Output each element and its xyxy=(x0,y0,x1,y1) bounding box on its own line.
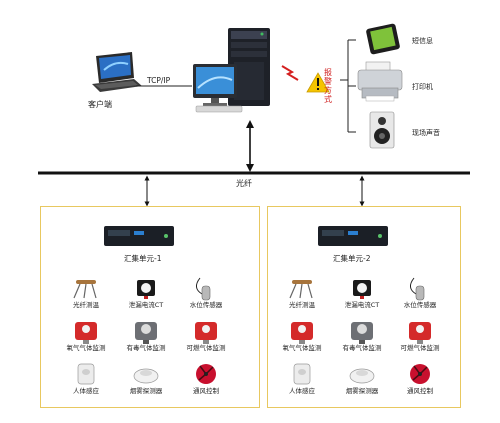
sensor-label: 泄漏电流CT xyxy=(128,301,164,309)
temperature-probe-icon xyxy=(289,280,313,299)
sensor-label: 氧气气体监测 xyxy=(282,344,322,352)
speaker-icon xyxy=(369,111,395,149)
signal-bolt-icon xyxy=(281,65,299,81)
output-label-sms: 短信息 xyxy=(412,37,433,45)
sensor-label: 泄漏电流CT xyxy=(344,301,380,309)
client-label: 客户端 xyxy=(88,100,112,109)
server-tower-icon xyxy=(228,28,270,106)
sensor-label: 水位传感器 xyxy=(189,301,223,309)
motion-sensor-icon xyxy=(77,363,95,385)
collector-device-1-icon xyxy=(104,226,174,246)
oxygen-detector-icon xyxy=(75,322,97,344)
printer-icon xyxy=(357,61,403,102)
combustible-gas-detector-icon xyxy=(195,322,217,344)
sensor-label: 可燃气体监测 xyxy=(400,344,440,352)
combustible-gas-detector-icon xyxy=(409,322,431,344)
smoke-detector-icon xyxy=(349,368,375,384)
monitor-icon xyxy=(193,64,243,113)
backbone-label: 光纤 xyxy=(236,179,252,188)
water-level-sensor-icon xyxy=(196,277,211,301)
collector-device-2-icon xyxy=(318,226,388,246)
sensor-label: 水位传感器 xyxy=(403,301,437,309)
laptop-icon xyxy=(92,52,142,92)
oxygen-detector-icon xyxy=(291,322,313,344)
unit-2-title: 汇集单元-2 xyxy=(333,254,371,263)
sensor-label: 有毒气体监测 xyxy=(342,344,382,352)
alarm-bracket xyxy=(340,39,356,133)
sensor-label: 烟雾探测器 xyxy=(129,387,163,395)
leakage-ct-icon xyxy=(353,280,371,299)
temperature-probe-icon xyxy=(73,280,97,299)
alarm-label: 报警方式 xyxy=(324,68,332,104)
protocol-label: TCP/IP xyxy=(147,76,171,85)
toxic-gas-detector-icon xyxy=(135,322,157,344)
ventilation-fan-icon xyxy=(410,364,430,384)
warning-icon xyxy=(306,72,330,93)
leakage-ct-icon xyxy=(137,280,155,299)
ventilation-fan-icon xyxy=(196,364,216,384)
sensor-label: 通风控制 xyxy=(407,387,433,395)
sensor-label: 通风控制 xyxy=(193,387,219,395)
sensor-label: 烟雾探测器 xyxy=(345,387,379,395)
toxic-gas-detector-icon xyxy=(351,322,373,344)
output-label-speaker: 现场声音 xyxy=(412,129,440,137)
smoke-detector-icon xyxy=(133,368,159,384)
sensor-label: 光纤测温 xyxy=(73,301,99,309)
phone-icon xyxy=(366,23,400,55)
output-label-printer: 打印机 xyxy=(412,83,433,91)
sensor-label: 有毒气体监测 xyxy=(126,344,166,352)
sensor-label: 人体感应 xyxy=(289,387,315,395)
sensor-label: 氧气气体监测 xyxy=(66,344,106,352)
motion-sensor-icon xyxy=(293,363,311,385)
sensor-label: 光纤测温 xyxy=(289,301,315,309)
unit-1-title: 汇集单元-1 xyxy=(124,254,162,263)
water-level-sensor-icon xyxy=(410,277,425,301)
sensor-label: 可燃气体监测 xyxy=(186,344,226,352)
sensor-label: 人体感应 xyxy=(73,387,99,395)
